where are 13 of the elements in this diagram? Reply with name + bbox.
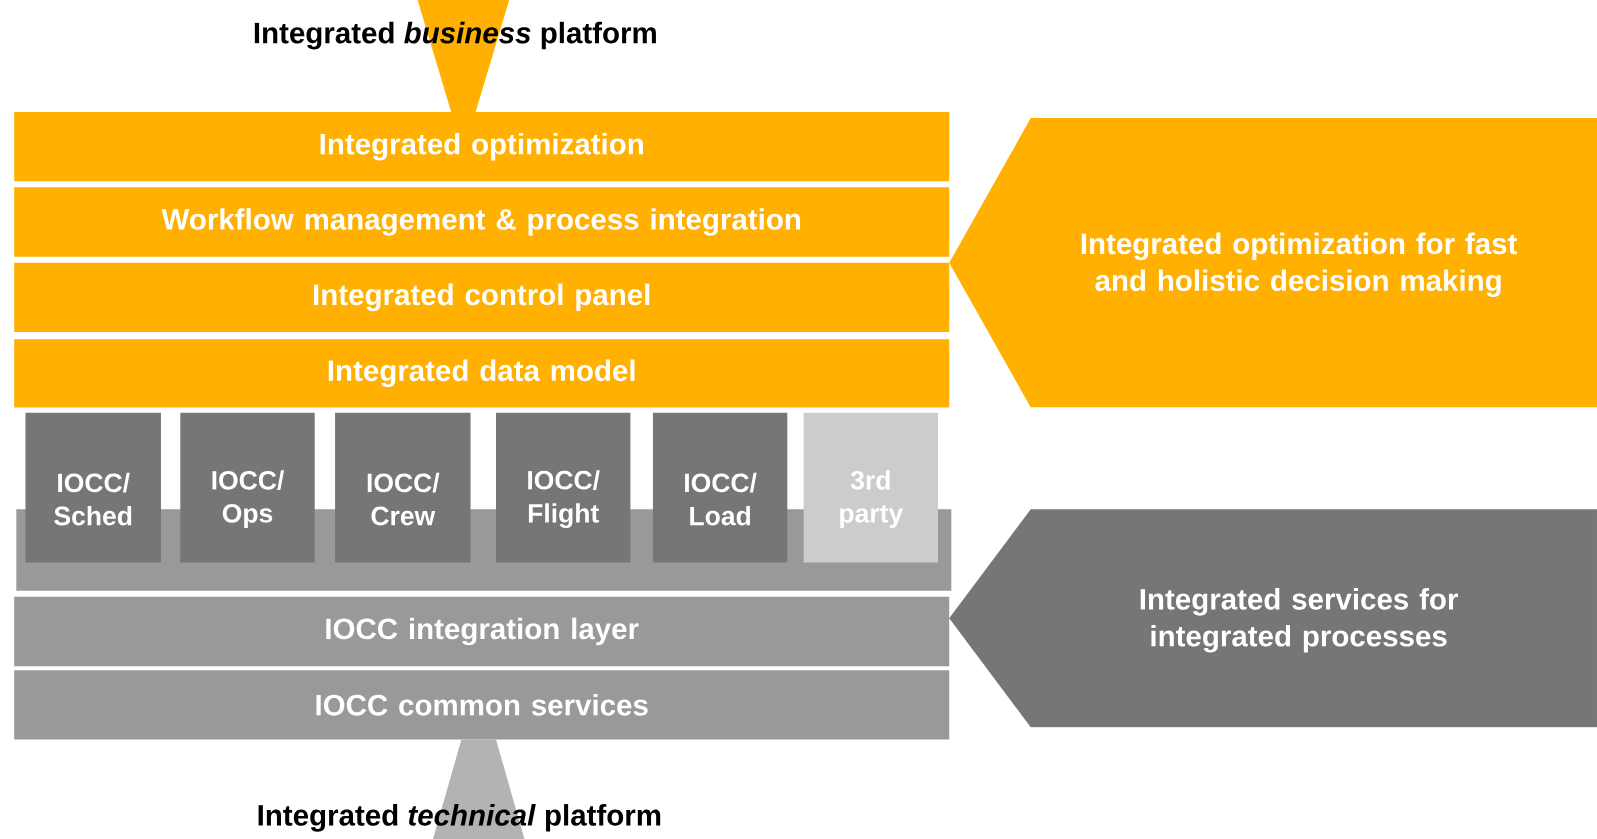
layer-bar: Workflow management & process integration bbox=[14, 187, 950, 257]
chevron-banner: Integrated services for integrated processes bbox=[949, 509, 1597, 728]
module-box: IOCC/ Flight bbox=[496, 412, 631, 563]
layer-bar: Integrated data model bbox=[14, 339, 950, 408]
layer-bar: IOCC integration layer bbox=[14, 596, 950, 667]
chevron-banner: Integrated optimization for fast and holistic decision making bbox=[949, 118, 1597, 408]
platform-label: Integrated technical platform bbox=[258, 804, 661, 832]
layer-bar: IOCC common services bbox=[14, 670, 950, 740]
module-box: IOCC/ Sched bbox=[25, 412, 161, 563]
module-box: IOCC/ Load bbox=[652, 412, 788, 563]
layer-bar: Integrated control panel bbox=[14, 262, 950, 333]
module-box: IOCC/ Ops bbox=[180, 412, 315, 563]
module-box: IOCC/ Crew bbox=[335, 412, 471, 563]
